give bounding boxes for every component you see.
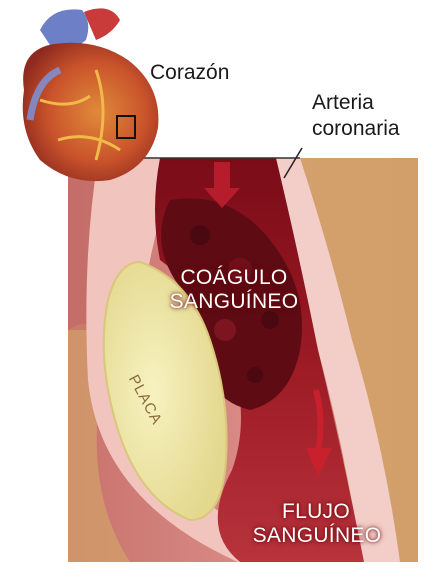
artery-label-line1: Arteria [312,90,374,115]
artery-label-line2: coronaria [312,116,400,141]
heart-label: Corazón [150,60,229,85]
heart-illustration [23,8,159,181]
flow-label-line1: FLUJO [266,500,366,524]
flow-label-line2: SANGUÍNEO [242,524,392,548]
clot-label-line1: COÁGULO [160,266,308,290]
clot-label-line2: SANGUÍNEO [152,290,316,314]
